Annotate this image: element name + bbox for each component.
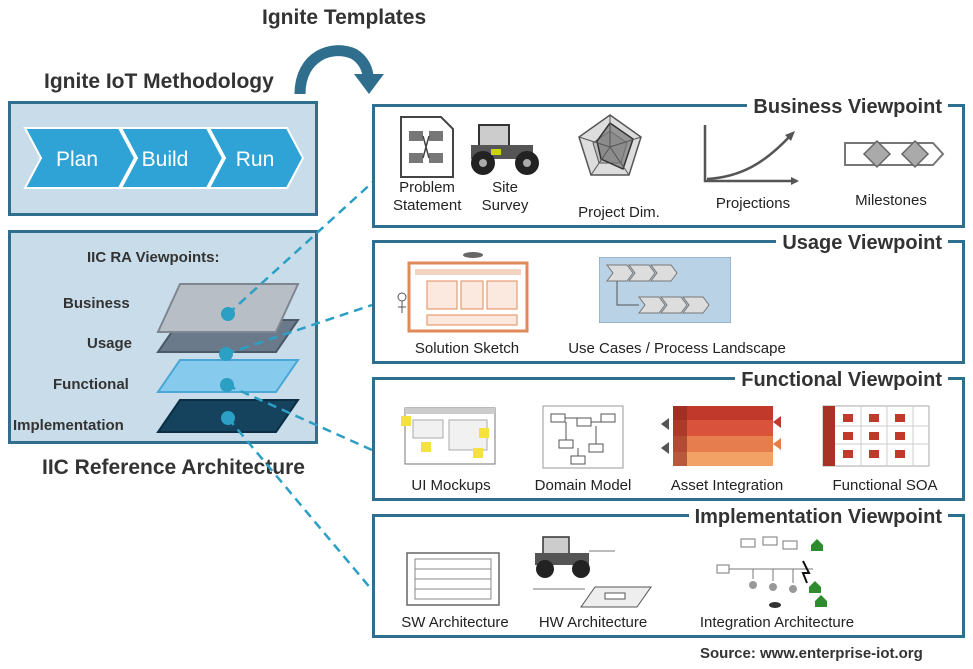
functional-layer[interactable] <box>156 359 300 393</box>
connector-implementation <box>227 417 373 591</box>
document-icon <box>400 116 454 178</box>
solution-sketch-label: Solution Sketch <box>414 340 520 357</box>
ui-mockups-label: UI Mockups <box>411 477 491 494</box>
sw-architecture-thumbnail <box>406 552 500 606</box>
hw-architecture-label: HW Architecture <box>538 614 648 631</box>
layer-label-business: Business <box>63 295 130 312</box>
problem-statement-label: Problem Statement <box>393 179 462 214</box>
use-cases-label: Use Cases / Process Landscape <box>568 340 786 357</box>
functional-soa-thumbnail <box>822 405 930 467</box>
radar-chart-icon <box>578 114 642 176</box>
build-step-label: Build <box>142 148 189 171</box>
connector-usage <box>225 303 373 356</box>
projections-label: Projections <box>715 195 791 212</box>
site-survey-label: Site Survey <box>481 179 529 214</box>
implementation-viewpoint-title: Implementation Viewpoint <box>688 505 948 529</box>
curved-arrow-icon <box>294 45 384 95</box>
layer-stack <box>156 283 300 433</box>
build-chevron[interactable] <box>119 127 225 189</box>
iic-reference-title: IIC Reference Architecture <box>42 456 305 479</box>
process-landscape-thumbnail <box>599 257 731 323</box>
run-step-label: Run <box>236 148 275 171</box>
iic-heading: IIC RA Viewpoints: <box>87 249 220 266</box>
plan-chevron[interactable] <box>23 127 137 189</box>
sw-architecture-label: SW Architecture <box>401 614 509 631</box>
business-viewpoint-title: Business Viewpoint <box>747 95 948 119</box>
integration-architecture-label: Integration Architecture <box>699 614 855 631</box>
tractor-icon <box>471 124 539 175</box>
projection-graph-icon <box>703 125 799 185</box>
milestones-label: Milestones <box>855 192 927 209</box>
project-dim-label: Project Dim. <box>578 204 660 221</box>
connector-business <box>227 169 387 315</box>
implementation-viewpoint-panel: Implementation Viewpoint SW Architecture… <box>372 505 965 638</box>
domain-model-thumbnail <box>542 405 624 469</box>
ui-mockups-thumbnail <box>401 407 496 465</box>
usage-viewpoint-title: Usage Viewpoint <box>776 231 948 255</box>
plan-step-label: Plan <box>56 148 98 171</box>
functional-viewpoint-panel: Functional Viewpoint <box>372 368 965 501</box>
layer-label-functional: Functional <box>53 376 129 393</box>
ignite-templates-title: Ignite Templates <box>262 6 427 29</box>
source-credit: Source: www.enterprise-iot.org <box>700 645 923 662</box>
domain-model-label: Domain Model <box>534 477 632 494</box>
hw-architecture-thumbnail <box>533 536 652 608</box>
ignite-methodology-title: Ignite IoT Methodology <box>44 70 274 93</box>
integration-architecture-thumbnail <box>716 536 827 608</box>
layer-label-implementation: Implementation <box>13 417 124 434</box>
functional-viewpoint-title: Functional Viewpoint <box>735 368 948 392</box>
business-viewpoint-panel: Business Viewpoint Problem Statement Sit… <box>372 95 965 228</box>
usage-viewpoint-panel: Usage Viewpoint Solution Sketch Use Case… <box>372 231 965 364</box>
layer-label-usage: Usage <box>87 335 133 352</box>
solution-sketch-thumbnail <box>397 252 529 333</box>
asset-integration-label: Asset Integration <box>670 477 784 494</box>
functional-soa-label: Functional SOA <box>832 477 938 494</box>
methodology-panel: Plan Build Run <box>8 101 318 216</box>
connector-functional <box>226 383 373 452</box>
milestones-icon <box>844 139 945 169</box>
run-chevron[interactable] <box>207 127 305 189</box>
asset-integration-thumbnail <box>661 406 781 466</box>
